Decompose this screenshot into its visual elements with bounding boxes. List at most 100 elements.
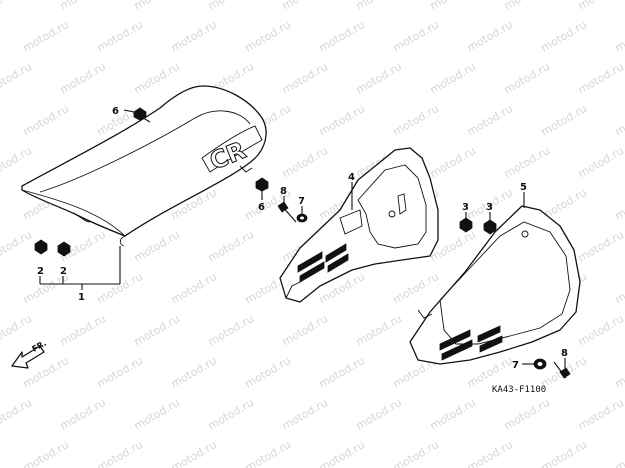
watermark-text: motod.ru [613,18,625,54]
watermark-text: motod.ru [206,396,256,432]
watermark-text: motod.ru [206,0,256,13]
watermark-text: motod.ru [206,228,256,264]
watermark-text: motod.ru [465,102,515,138]
leader-lines [261,182,566,368]
watermark-text: motod.ru [428,60,478,96]
watermark-text: motod.ru [132,312,182,348]
watermark-text: motod.ru [428,0,478,13]
watermark-text: motod.ru [613,438,625,468]
watermark-text: motod.ru [0,0,34,13]
watermark-text: motod.ru [613,102,625,138]
watermark-text: motod.ru [502,60,552,96]
callout-cover-right: 5 [520,182,527,193]
watermark-text: motod.ru [502,0,552,13]
watermark-text: motod.ru [0,144,34,180]
callout-bolt-seat: 6 [112,106,119,117]
watermark-text: motod.ru [428,144,478,180]
watermark-text: motod.ru [465,18,515,54]
watermark-text: motod.ru [0,228,34,264]
watermark-text: motod.ru [280,60,330,96]
callout-washer-mid: 7 [298,196,305,207]
watermark-text: motod.ru [132,0,182,13]
screw-low [553,361,571,379]
watermark-text: motod.ru [613,186,625,222]
watermark-text: motod.ru [391,438,441,468]
seat-part: CR [21,85,267,247]
watermark-text: motod.ru [0,60,34,96]
watermark-text: motod.ru [613,354,625,390]
watermark-text: motod.ru [391,102,441,138]
watermark-text: motod.ru [21,438,71,468]
callout-screw-mid: 8 [280,186,287,197]
watermark-text: motod.ru [58,396,108,432]
watermark-text: motod.ru [502,144,552,180]
watermark-text: motod.ru [95,354,145,390]
callout-washer-low: 7 [512,360,519,371]
watermark-text: motod.ru [169,270,219,306]
watermark-text: motod.ru [502,396,552,432]
watermark-text: motod.ru [243,438,293,468]
watermark-text: motod.ru [169,354,219,390]
watermark-text: motod.ru [354,396,404,432]
watermark-text: motod.ru [243,18,293,54]
callout-cover-left: 4 [348,172,355,183]
watermark-text: motod.ru [613,270,625,306]
watermark-text: motod.ru [317,438,367,468]
watermark-text: motod.ru [58,0,108,13]
watermark-text: motod.ru [280,0,330,13]
watermark-text: motod.ru [95,18,145,54]
watermark-text: motod.ru [354,0,404,13]
callout-nut-cover-b: 3 [486,202,493,213]
watermark-text: motod.ru [317,102,367,138]
seat-bolt [123,107,151,123]
watermark-text: motod.ru [576,0,625,13]
watermark-text: motod.ru [21,18,71,54]
watermark-text: motod.ru [280,144,330,180]
watermark-text: motod.ru [354,312,404,348]
watermark-text: motod.ru [576,396,625,432]
left-nut-a [34,239,48,255]
watermark-text: motod.ru [243,354,293,390]
watermark-text: motod.ru [576,228,625,264]
seat-leader-bracket [39,246,121,290]
watermark-text: motod.ru [95,438,145,468]
washer-low [533,358,547,370]
watermark-text: motod.ru [169,18,219,54]
watermark-text: motod.ru [354,60,404,96]
watermark-text: motod.ru [206,312,256,348]
cover-nut-b [483,219,497,235]
watermark-text: motod.ru [0,312,34,348]
front-direction-arrow-icon: FR. [11,339,48,369]
watermark-text: motod.ru [539,18,589,54]
watermark-text: motod.ru [576,312,625,348]
watermark-text: motod.ru [317,18,367,54]
callout-nut-left-b: 2 [60,266,67,277]
watermark-text: motod.ru [465,438,515,468]
callout-nut-left-a: 2 [37,266,44,277]
watermark-text: motod.ru [539,438,589,468]
washer-mid [296,213,308,223]
watermark-text: motod.ru [428,396,478,432]
watermark-text: motod.ru [58,312,108,348]
left-side-cover [279,147,439,303]
watermark-text: motod.ru [280,312,330,348]
callout-nut-cover-a: 3 [462,202,469,213]
callout-screw-low: 8 [561,348,568,359]
watermark-text: motod.ru [576,144,625,180]
watermark-text: motod.ru [58,60,108,96]
watermark-text: motod.ru [132,60,182,96]
callout-bolt-mid: 6 [258,202,265,213]
watermark-text: motod.ru [317,354,367,390]
diagram-code: KA43-F1100 [492,385,546,395]
right-side-cover [409,205,581,365]
callout-seat: 1 [78,292,85,303]
watermark-text: motod.ru [539,102,589,138]
watermark-text: motod.ru [391,18,441,54]
watermark-text: motod.ru [132,396,182,432]
left-nut-b [57,241,71,257]
screw-mid [277,201,297,223]
watermark-text: motod.ru [132,228,182,264]
watermark-text: motod.ru [0,396,34,432]
